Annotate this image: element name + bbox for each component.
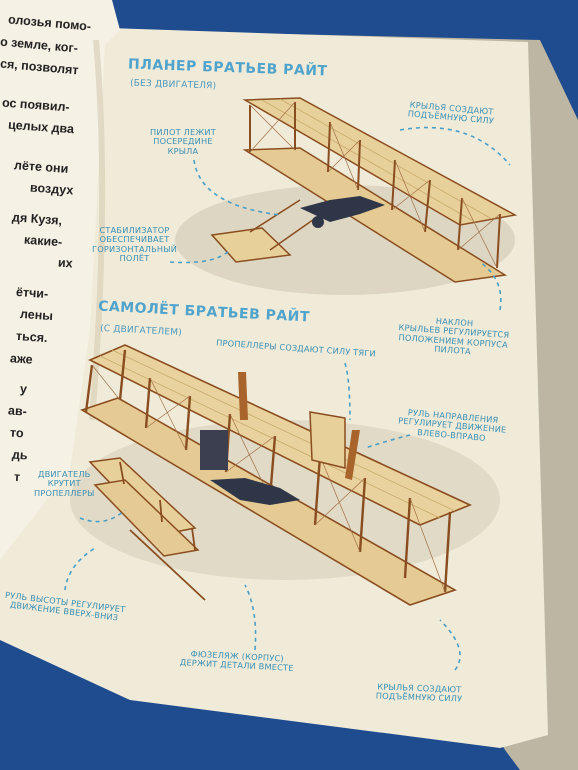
text-line: то: [9, 425, 25, 441]
text-line: аже: [9, 351, 34, 367]
left-page: [0, 0, 120, 560]
glider-stabilizer-label: СТАБИЛИЗАТОР ОБЕСПЕЧИВАЕТ ГОРИЗОНТАЛЬНЫЙ…: [92, 225, 178, 264]
text-line: воздух: [29, 180, 74, 198]
glider-tilt-label: НАКЛОН КРЫЛЬЕВ РЕГУЛИРУЕТСЯ ПОЛОЖЕНИЕМ К…: [398, 315, 510, 357]
text-line: дя Кузя,: [11, 210, 63, 228]
text-line: дь: [11, 447, 29, 463]
text-line: их: [57, 255, 74, 271]
text-line: ав-: [7, 403, 28, 419]
plane-engine-label: ДВИГАТЕЛЬ КРУТИТ ПРОПЕЛЛЕРЫ: [34, 469, 95, 498]
text-line: целых два: [7, 117, 75, 137]
plane-lift-label: КРЫЛЬЯ СОЗДАЮТ ПОДЪЁМНУЮ СИЛУ: [375, 681, 463, 704]
text-line: какие-: [23, 232, 63, 250]
glider-drawing: [210, 97, 518, 283]
text-line: ться.: [15, 328, 48, 346]
text-line: лены: [19, 306, 54, 324]
glider-pilot-label: ПИЛОТ ЛЕЖИТ ПОСЕРЕДИНЕ КРЫЛА: [150, 127, 216, 156]
plane-drawing: [80, 344, 473, 606]
